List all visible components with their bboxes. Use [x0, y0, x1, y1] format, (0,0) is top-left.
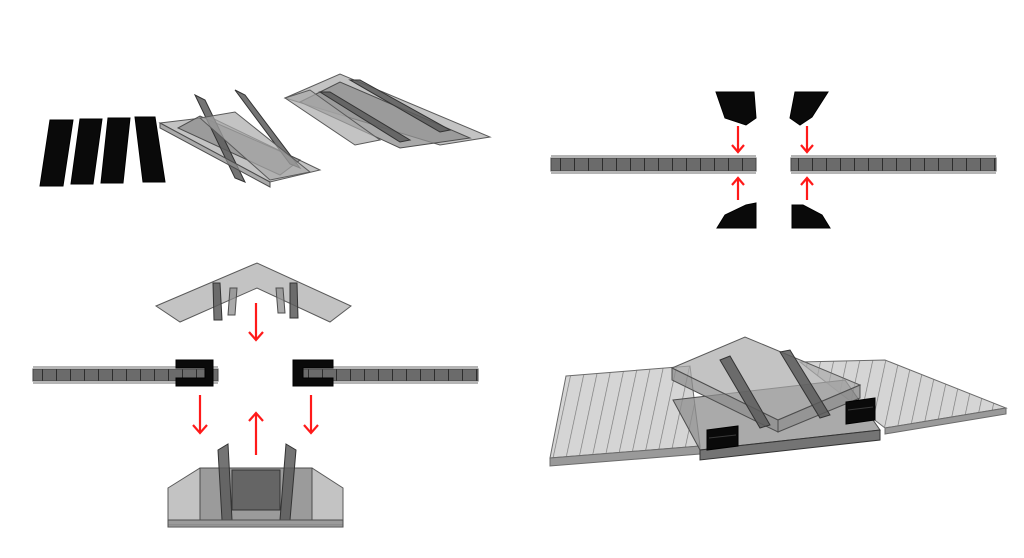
arrow-down-left [731, 126, 745, 154]
assembly-base [167, 443, 344, 528]
left-sheet-top [551, 155, 756, 158]
arrow-left-sheet-down [192, 395, 208, 435]
assembly-left-sheet-bottom [33, 381, 218, 384]
arrow-base-up [248, 411, 264, 455]
assembled-gasket-right [845, 397, 876, 425]
arrow-cap-down [248, 303, 264, 342]
right-sheet [790, 157, 997, 172]
assembled-inner-fin-b [779, 349, 831, 419]
gasket-strips [39, 116, 166, 187]
right-sheet-bottom [791, 171, 996, 174]
base-profile [158, 89, 322, 188]
arrow-right-sheet-down [303, 395, 319, 435]
left-sheet [550, 157, 757, 172]
assembled-gasket-left [706, 425, 739, 451]
assembled-gasket-right-slot [847, 406, 874, 411]
gasket-bottom-right [791, 204, 831, 229]
cap-profile [283, 73, 492, 149]
right-sheet-top [791, 155, 996, 158]
assembly-right-sheet-top [293, 366, 478, 369]
arrow-down-right [800, 126, 814, 154]
assembled-right-sheet-edge [884, 407, 1007, 435]
arrow-up-left [731, 176, 745, 200]
assembly-right-sheet-bottom [293, 381, 478, 384]
assembled-inner-fin-a [719, 355, 771, 429]
gasket-top-left [715, 91, 757, 126]
panel-assembled [549, 336, 1008, 467]
panel-clamp [550, 91, 997, 229]
gasket-bottom-left [716, 202, 757, 229]
assembly-left-sheet-top [33, 366, 218, 369]
assembly-right-gasket [292, 359, 334, 387]
arrow-up-right [800, 176, 814, 200]
panel-components [39, 73, 492, 188]
assembly-cap [154, 262, 352, 323]
left-sheet-bottom [551, 171, 756, 174]
gasket-top-right [789, 91, 829, 126]
assembly-left-gasket [175, 359, 214, 387]
assembled-gasket-left-slot [708, 434, 737, 439]
panel-assembly [32, 262, 479, 528]
assembled-base-edge [699, 429, 881, 461]
